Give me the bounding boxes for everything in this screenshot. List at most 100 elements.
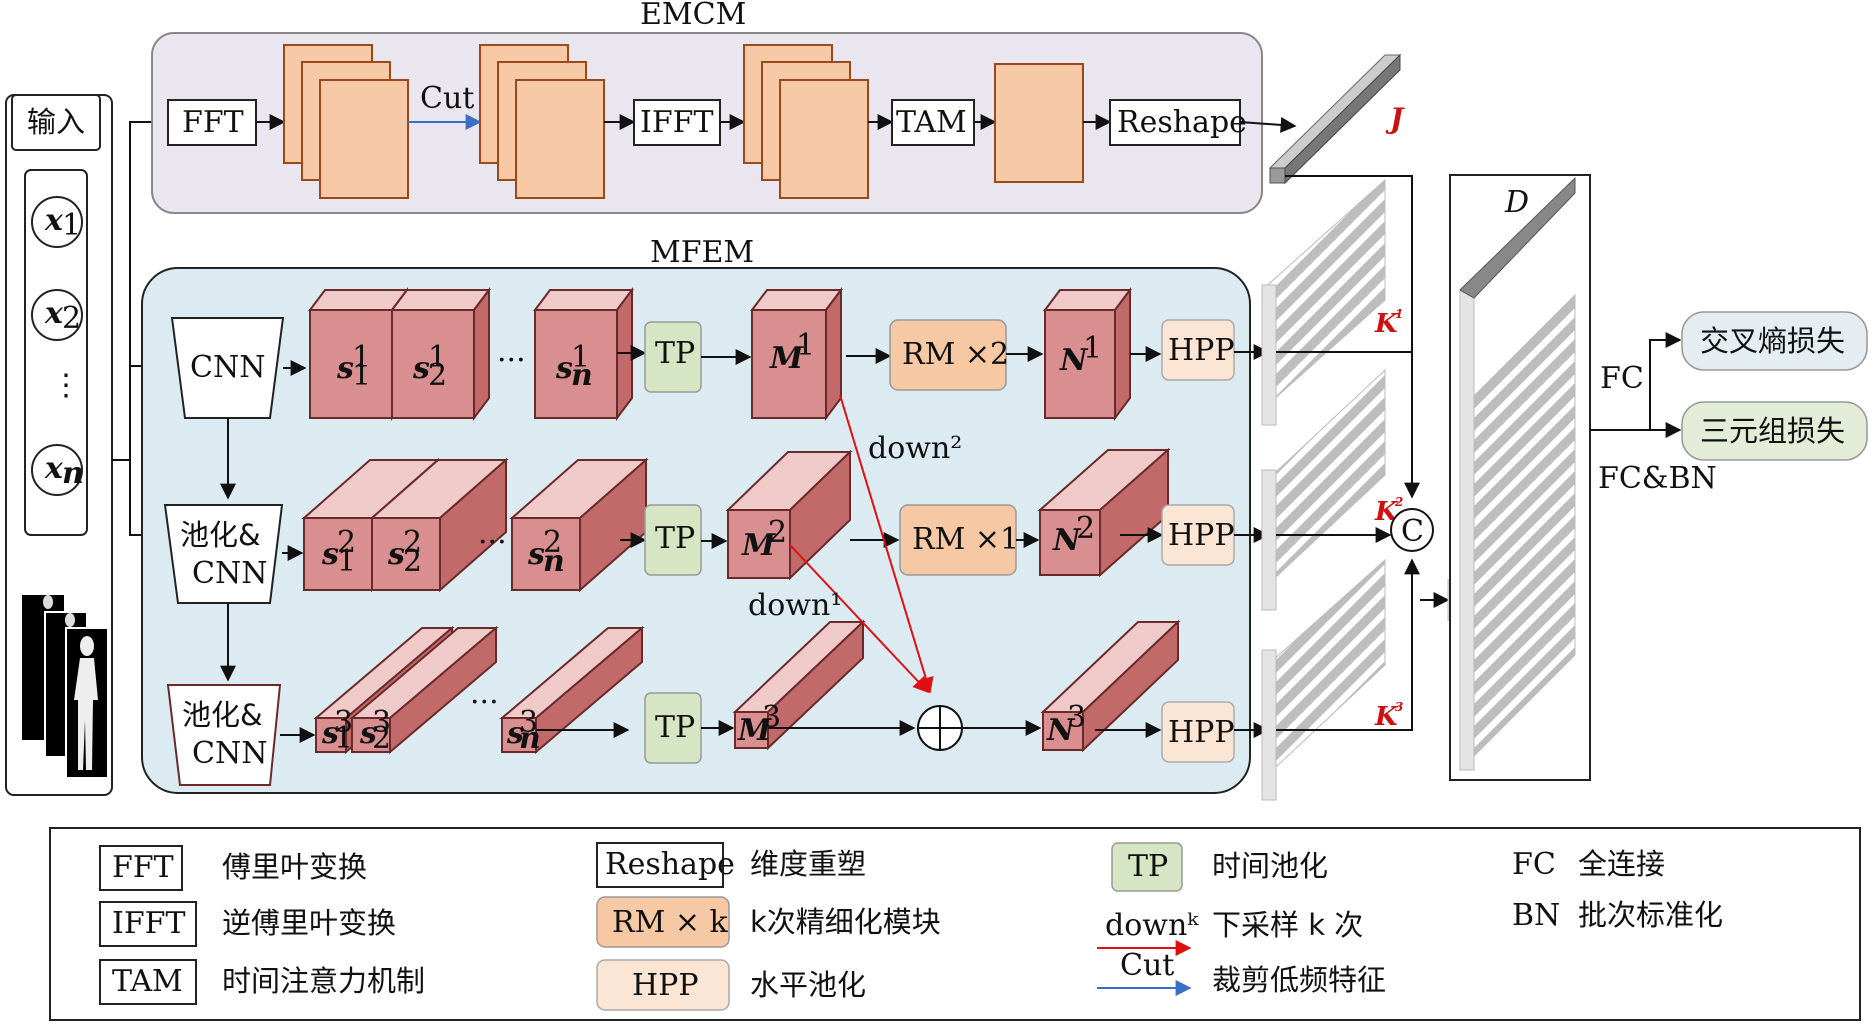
hpp-row1 — [1161, 319, 1235, 381]
svg-text:s: s — [506, 716, 524, 751]
svg-text:1: 1 — [1395, 307, 1403, 321]
svg-text:1: 1 — [62, 208, 81, 243]
svg-text:时间池化: 时间池化 — [1212, 849, 1328, 883]
tam-box — [891, 99, 975, 146]
reshape-box — [1109, 99, 1241, 146]
svg-text:3: 3 — [762, 700, 781, 735]
svg-text:downᵏ: downᵏ — [1105, 908, 1199, 943]
svg-text:FC: FC — [1512, 847, 1556, 882]
m2-cube — [725, 449, 853, 581]
svg-text:s: s — [321, 537, 339, 572]
cross-entropy-loss: 交叉熵损失 — [1681, 311, 1868, 371]
svg-text:IFFT: IFFT — [112, 906, 186, 941]
svg-text:x: x — [44, 203, 64, 238]
triplet-loss: 三元组损失 — [1681, 401, 1868, 461]
svg-text:2: 2 — [1076, 511, 1095, 546]
svg-text:HPP: HPP — [1168, 715, 1235, 750]
k1-label: K — [1374, 309, 1399, 339]
svg-text:Reshape: Reshape — [605, 847, 735, 882]
mfem-title: MFEM — [650, 235, 754, 270]
svg-text:2: 2 — [337, 525, 356, 560]
svg-text:下采样 k 次: 下采样 k 次 — [1212, 908, 1363, 942]
row2-s-cubes — [301, 457, 649, 593]
svg-text:3: 3 — [1067, 700, 1086, 735]
svg-text:···: ··· — [470, 685, 499, 720]
svg-text:s: s — [321, 716, 339, 751]
svg-text:RM ×1: RM ×1 — [912, 522, 1019, 557]
svg-text:2: 2 — [403, 525, 422, 560]
ifft-label: IFFT — [640, 105, 714, 140]
svg-text:C: C — [1401, 514, 1424, 549]
svg-text:3: 3 — [334, 705, 353, 740]
row3-s-cubes — [313, 625, 645, 755]
svg-text:TP: TP — [655, 521, 695, 556]
svg-text:交叉熵损失: 交叉熵损失 — [1700, 324, 1845, 358]
down1-label: down¹ — [748, 588, 842, 623]
svg-text:x: x — [44, 451, 64, 486]
svg-text:n: n — [571, 358, 593, 393]
svg-text:3: 3 — [372, 705, 391, 740]
svg-text:RM × k: RM × k — [612, 905, 729, 940]
n3-cube — [1040, 619, 1181, 753]
svg-text:HPP: HPP — [632, 968, 699, 1003]
svg-text:CNN: CNN — [192, 736, 267, 771]
tam-label: TAM — [896, 105, 967, 140]
fcbn-label: FC&BN — [1598, 461, 1717, 496]
svg-text:1: 1 — [334, 721, 353, 756]
svg-text:2: 2 — [372, 721, 391, 756]
svg-text:2: 2 — [543, 525, 562, 560]
svg-text:RM ×2: RM ×2 — [902, 337, 1009, 372]
fft-label: FFT — [182, 105, 244, 140]
d-label: D — [1504, 185, 1529, 220]
ifft-feature-stack — [743, 44, 869, 199]
k3-label: K — [1374, 702, 1399, 732]
svg-text:时间注意力机制: 时间注意力机制 — [222, 964, 425, 998]
svg-text:n: n — [62, 456, 84, 491]
svg-text:n: n — [519, 721, 541, 756]
svg-text:TP: TP — [655, 710, 695, 745]
svg-text:Cut: Cut — [1120, 948, 1174, 983]
svg-text:BN: BN — [1512, 898, 1560, 933]
cut-feature-stack — [479, 44, 605, 199]
svg-text:1: 1 — [352, 340, 371, 375]
j-label: J — [1385, 102, 1405, 135]
svg-text:M: M — [769, 341, 804, 376]
encoder-cnn-1: CNN — [170, 317, 285, 419]
d-feature-block — [1449, 174, 1591, 781]
legend: FFT 傅里叶变换 IFFT 逆傅里叶变换 TAM 时间注意力机制 Reshap… — [49, 827, 1861, 1021]
svg-text:1: 1 — [428, 340, 447, 375]
svg-text:2: 2 — [768, 515, 787, 550]
svg-text:s: s — [359, 716, 377, 751]
svg-text:TAM: TAM — [112, 964, 183, 999]
svg-text:s: s — [555, 351, 573, 386]
svg-text:3: 3 — [519, 705, 538, 740]
svg-text:TP: TP — [655, 336, 695, 371]
svg-text:HPP: HPP — [1168, 333, 1235, 368]
svg-text:1: 1 — [571, 340, 590, 375]
n1-cube — [1043, 287, 1132, 421]
cut-label: Cut — [420, 81, 474, 116]
svg-text:1: 1 — [337, 544, 356, 579]
m1-cube — [750, 287, 843, 421]
reshape-label: Reshape — [1117, 105, 1247, 140]
svg-text:1: 1 — [796, 328, 815, 363]
svg-text:3: 3 — [1395, 700, 1403, 714]
svg-text:全连接: 全连接 — [1578, 847, 1665, 881]
svg-text:N: N — [1052, 523, 1082, 558]
j-feature-bar — [1268, 53, 1402, 185]
row1-s-cubes — [308, 287, 634, 421]
encoder-label-1: CNN — [190, 350, 265, 385]
svg-text:···: ··· — [478, 525, 507, 560]
svg-text:维度重塑: 维度重塑 — [750, 847, 866, 881]
svg-text:FFT: FFT — [112, 850, 174, 885]
svg-text:池化&: 池化& — [182, 698, 263, 732]
hpp-row3 — [1161, 701, 1235, 763]
svg-text:N: N — [1059, 343, 1089, 378]
svg-text:1: 1 — [1083, 331, 1102, 366]
tam-feature — [994, 63, 1084, 183]
svg-text:2: 2 — [62, 301, 81, 336]
